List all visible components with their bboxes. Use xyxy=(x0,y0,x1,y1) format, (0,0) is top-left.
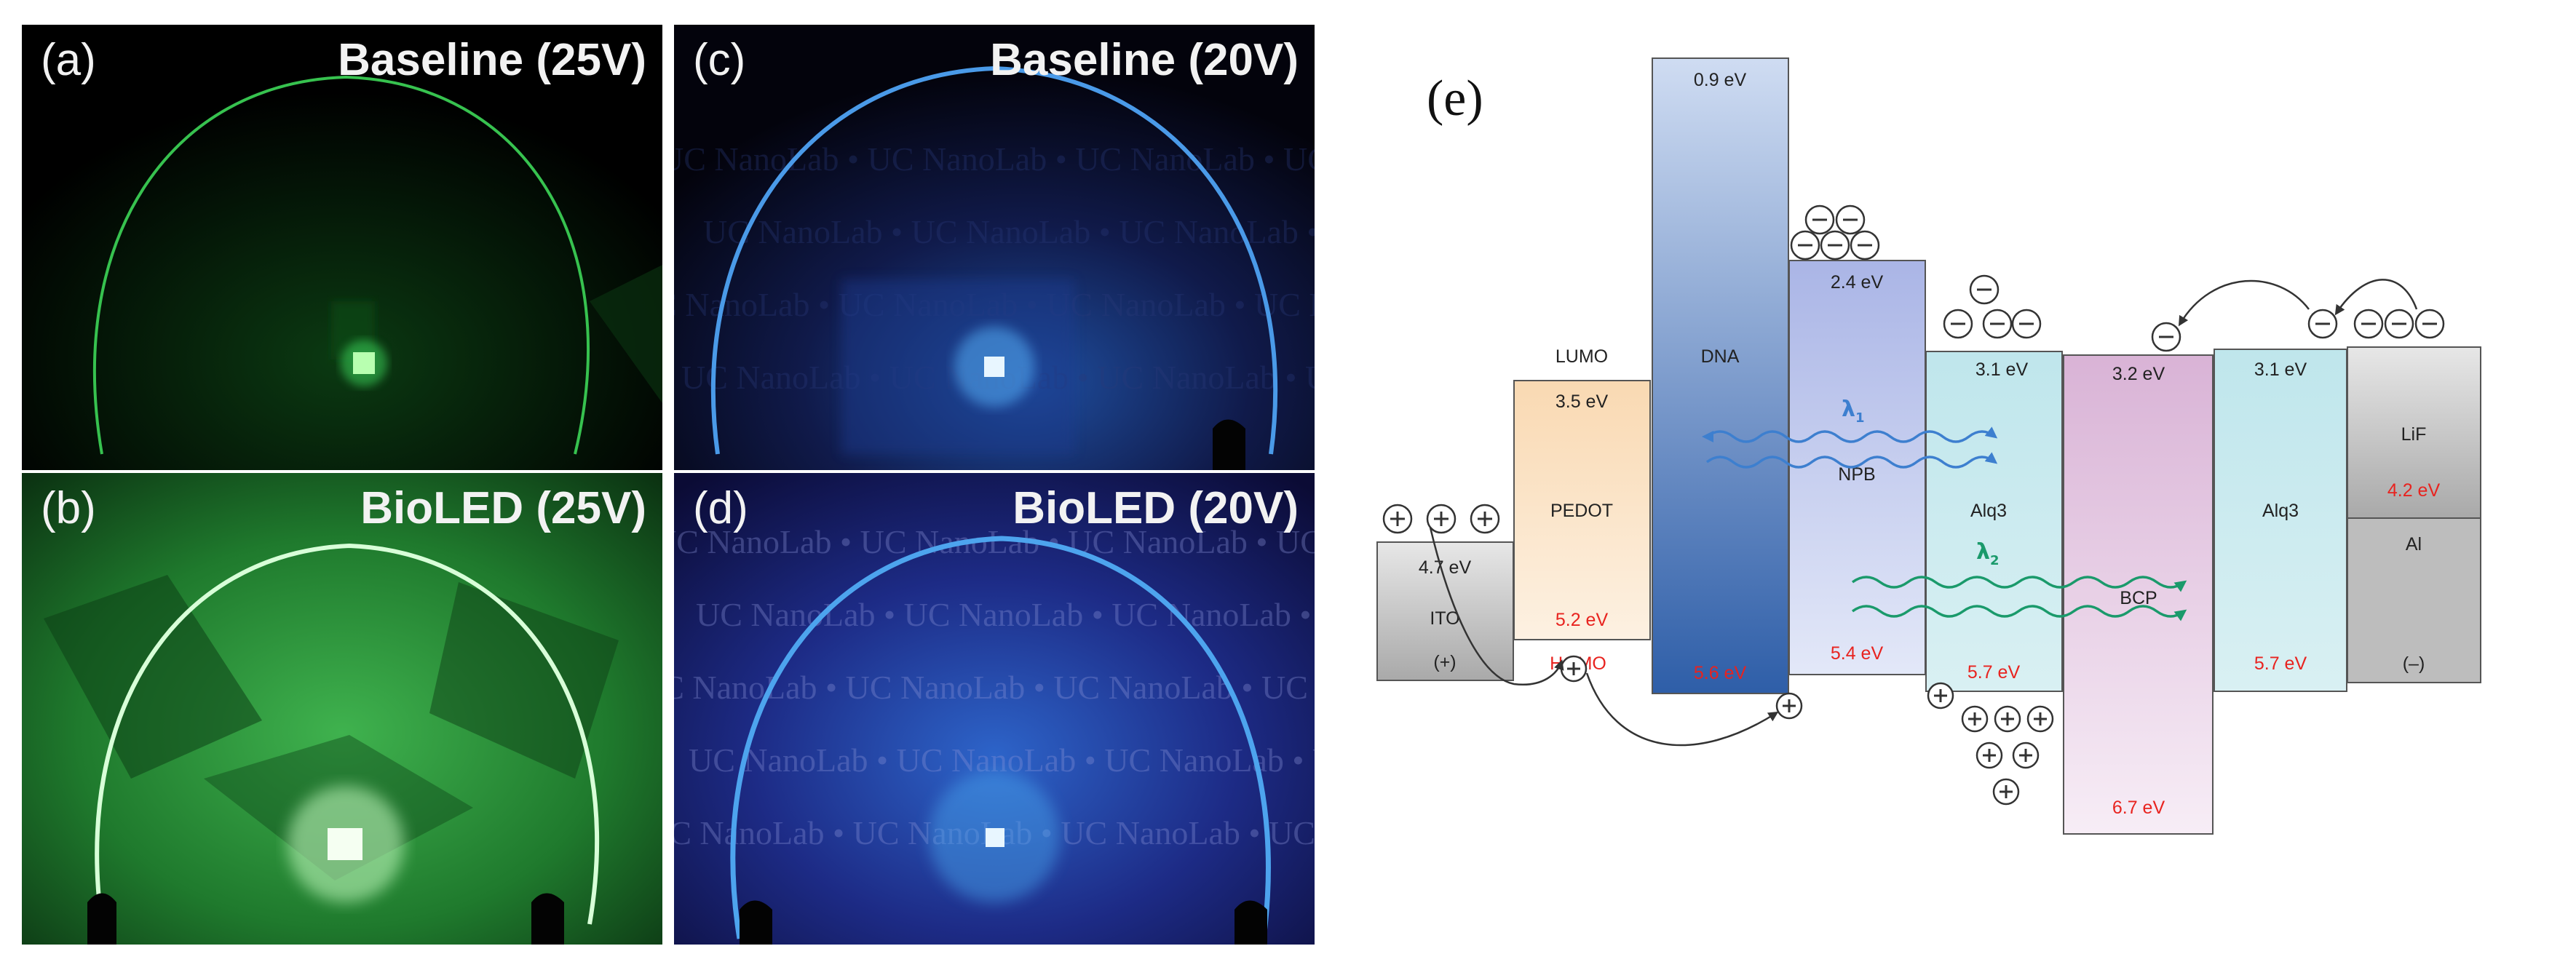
panel-a-baseline-25v: (a) Baseline (25V) xyxy=(22,25,662,470)
hole-signs xyxy=(1390,512,2047,798)
layer-alq3-left-bottom-energy: 5.7 eV xyxy=(1967,662,2021,683)
layer-npb-name: NPB xyxy=(1838,464,1875,485)
layer-dna-bottom-energy: 5.6 eV xyxy=(1694,663,1747,683)
panel-title: BioLED (25V) xyxy=(360,483,646,533)
layer-npb-top-energy: 2.4 eV xyxy=(1831,272,1884,293)
layer-alq3-right xyxy=(2214,349,2347,692)
panel-b-bioled-25v: (b) BioLED (25V) xyxy=(22,473,662,945)
layer-alq3-left-top-energy: 3.1 eV xyxy=(1975,359,2029,380)
emission-waves xyxy=(1702,426,2187,621)
watermark-line: UC NanoLab • UC NanoLab • UC NanoLab • U… xyxy=(674,523,1315,560)
layer-ito-name: ITO xyxy=(1430,608,1459,629)
watermark-line: UC NanoLab • UC NanoLab • UC NanoLab • U… xyxy=(703,213,1315,250)
panel-b-image xyxy=(22,473,662,945)
layer-pedot-top-energy: 3.5 eV xyxy=(1555,391,1609,412)
panel-label: (c) xyxy=(693,35,746,85)
layer-ito-top-energy: 4.7 eV xyxy=(1419,557,1472,578)
ring-electrode xyxy=(710,65,1278,455)
emitting-pixel xyxy=(986,828,1004,847)
panel-c-baseline-20v: UC NanoLab • UC NanoLab • UC NanoLab • U… xyxy=(674,25,1315,470)
layer-alq3-right-top-energy: 3.1 eV xyxy=(2254,359,2307,380)
emitting-pixel xyxy=(328,828,362,860)
layer-bcp-name: BCP xyxy=(2120,588,2157,608)
layer-bcp-bottom-energy: 6.7 eV xyxy=(2112,798,2165,818)
layer-alq3-right-name: Alq3 xyxy=(2262,501,2299,521)
layer-pedot-name: PEDOT xyxy=(1550,501,1613,521)
panel-label: (d) xyxy=(693,483,748,533)
layer-bcp xyxy=(2063,354,2214,835)
energy-band-diagram: 4.7 eV ITO (+) 3.5 eV PEDOT 5.2 eV LUMO … xyxy=(1376,57,2481,835)
layer-alq3-left xyxy=(1925,351,2063,692)
layer-ito xyxy=(1376,541,1514,681)
layer-dna-name: DNA xyxy=(1701,346,1740,367)
layer-pedot-bottom-energy: 5.2 eV xyxy=(1555,610,1609,630)
layer-al-bottom-label: (–) xyxy=(2403,653,2425,674)
layer-ito-bottom-label: (+) xyxy=(1433,652,1456,672)
layer-lif-bottom-energy: 4.2 eV xyxy=(2387,480,2441,501)
layer-al xyxy=(2347,517,2481,683)
panel-title: Baseline (20V) xyxy=(990,35,1299,85)
panel-title: BioLED (20V) xyxy=(1012,483,1299,533)
lambda-2-label: λ2 xyxy=(1976,539,2000,568)
transport-arrows xyxy=(1429,279,2418,747)
lambda-1-label: λ1 xyxy=(1842,397,1865,426)
layer-lif-name: LiF xyxy=(2401,424,2427,445)
panel-label: (a) xyxy=(41,35,96,85)
layer-pedot xyxy=(1513,380,1651,640)
panel-c-image: UC NanoLab • UC NanoLab • UC NanoLab • U… xyxy=(674,25,1315,470)
layer-dna xyxy=(1652,57,1789,694)
electron-signs xyxy=(1798,218,2437,338)
panel-d-bioled-20v: UC NanoLab • UC NanoLab • UC NanoLab • U… xyxy=(674,473,1315,945)
panel-a-image xyxy=(22,25,662,470)
layer-lif xyxy=(2347,346,2481,519)
layer-al-name: Al xyxy=(2406,534,2422,554)
ring-electrode xyxy=(730,536,1271,939)
emitting-pixel xyxy=(353,352,375,374)
layer-dna-top-energy: 0.9 eV xyxy=(1694,70,1747,90)
layer-alq3-right-bottom-energy: 5.7 eV xyxy=(2254,653,2307,674)
panel-title: Baseline (25V) xyxy=(338,35,646,85)
layer-npb-bottom-energy: 5.4 eV xyxy=(1831,643,1884,664)
watermark-line: UC NanoLab • UC NanoLab • UC NanoLab • U… xyxy=(674,140,1315,178)
panel-d-image: UC NanoLab • UC NanoLab • UC NanoLab • U… xyxy=(674,473,1315,945)
layer-alq3-left-name: Alq3 xyxy=(1970,501,2007,521)
panel-e-label: (e) xyxy=(1427,71,1483,127)
ring-electrode xyxy=(92,75,590,455)
emitting-pixel xyxy=(984,357,1004,377)
watermark-line: UC NanoLab • UC NanoLab • UC NanoLab • U… xyxy=(674,669,1315,706)
panel-label: (b) xyxy=(41,483,96,533)
ring-electrode xyxy=(95,543,600,925)
lumo-label: LUMO xyxy=(1555,346,1608,367)
layer-bcp-top-energy: 3.2 eV xyxy=(2112,364,2165,384)
watermark-line: UC NanoLab • UC NanoLab • UC NanoLab • U… xyxy=(696,596,1315,633)
